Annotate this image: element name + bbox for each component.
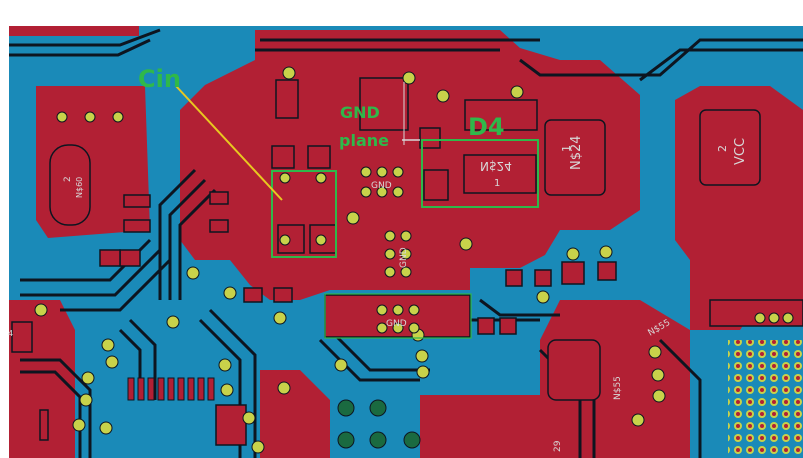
bottom-middle-copper-pour <box>260 370 330 458</box>
silk-ns24-b: N$24 <box>480 159 512 173</box>
d4-highlight-box <box>421 139 539 208</box>
cin-leader-line <box>175 85 283 201</box>
vias <box>34 66 794 454</box>
bottom-center-copper-pour <box>420 395 540 458</box>
gnd-plane-label-line1: GND <box>340 103 380 122</box>
silk-ns24-b-pin: 1 <box>494 178 500 189</box>
silk-ns24-a: N$24 <box>569 135 584 170</box>
silkscreen-text: GND GND GND N$24 1 N$24 1 VCC 2 N$55 N$5… <box>8 135 748 452</box>
cin-label: Cin <box>138 65 181 93</box>
d4-label: D4 <box>468 113 505 141</box>
silk-left-comp: N$60 <box>75 177 84 198</box>
dark-traces <box>9 28 803 458</box>
silk-left-comp-pin: 2 <box>63 176 73 182</box>
annotation-boxes <box>271 139 539 339</box>
annotation-labels: Cin D4 GND plane <box>138 65 505 150</box>
silk-gnd-c: GND <box>386 319 407 329</box>
silk-vcc: VCC <box>733 138 748 165</box>
ic-pin-row <box>127 377 215 401</box>
top-strip <box>9 26 139 36</box>
silk-gnd-b: GND <box>399 247 409 268</box>
component-pads <box>11 77 803 446</box>
silk-gnd-a: GND <box>371 181 392 191</box>
left-component-body <box>49 144 91 226</box>
gnd-plane-label-line2: plane <box>339 131 389 150</box>
gnd-plane-box <box>324 293 472 339</box>
silk-vcc-pin: 2 <box>716 145 729 152</box>
silk-ns24-a-pin: 1 <box>560 145 573 152</box>
via-field <box>728 340 803 458</box>
silk-edge-4: 4 <box>8 329 13 338</box>
cin-highlight-box <box>271 170 337 258</box>
silk-edge-29: 29 <box>553 440 563 452</box>
silk-ns55-b: N$55 <box>613 376 623 400</box>
